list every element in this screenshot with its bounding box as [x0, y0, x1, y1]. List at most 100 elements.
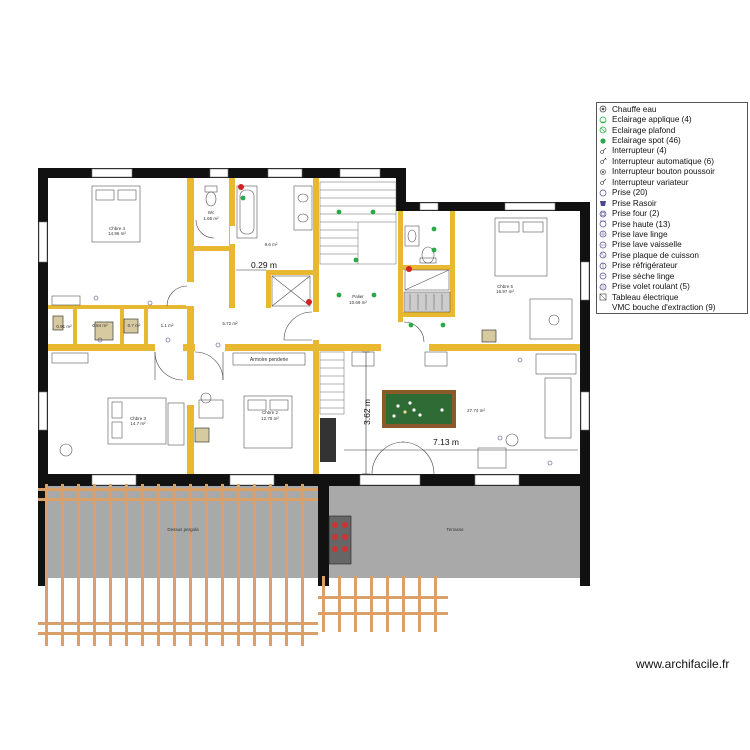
dryer-outlet-icon	[599, 271, 610, 281]
legend-item: Eclairage plafond	[599, 125, 745, 135]
legend-item-label: Eclairage spot (46)	[612, 136, 681, 146]
dimmer-icon	[599, 177, 610, 187]
staircase-top	[319, 181, 397, 265]
room-pergola-name: Dessus pergola	[167, 527, 199, 532]
push-button-icon	[599, 167, 610, 177]
legend-item: Prise volet roulant (5)	[599, 281, 745, 291]
legend-item-label: Interrupteur variateur	[612, 177, 689, 187]
shutter-outlet-icon	[599, 282, 610, 292]
panel-icon	[599, 292, 610, 302]
outlets	[93, 295, 553, 466]
room-small4-area: 0.7 m²	[128, 323, 141, 328]
high-outlet-icon	[599, 219, 610, 229]
door-swings	[154, 219, 435, 475]
outlet-icon	[599, 188, 610, 198]
ceiling-light-icon	[599, 125, 610, 135]
sink-chbre5	[404, 225, 420, 247]
legend-item-label: Tableau électrique	[612, 292, 679, 302]
dimension-d1: 0.29 m	[251, 260, 277, 270]
vanity	[293, 185, 313, 231]
legend-item-label: Eclairage plafond	[612, 125, 676, 135]
bed-chbre5	[494, 217, 548, 277]
radiator-chbre5	[403, 291, 451, 313]
shower-chbre5	[404, 269, 450, 291]
toilet-chbre5	[419, 246, 437, 264]
legend-item: Prise four (2)	[599, 208, 745, 218]
room-dressing-area: 5.72 m²	[222, 321, 238, 326]
room-small2-area: 0.91 m²	[56, 324, 72, 329]
legend-item-label: Prise haute (13)	[612, 219, 671, 229]
legend-item: Tableau électrique	[599, 292, 745, 302]
pergola-right	[318, 576, 448, 632]
bed-chbre4	[91, 185, 141, 243]
legend-item: Interrupteur (4)	[599, 146, 745, 156]
legend-item: Prise plaque de cuisson	[599, 250, 745, 260]
legend-item: Interrupteur bouton poussoir	[599, 167, 745, 177]
spot-lights	[240, 195, 446, 328]
stove	[328, 515, 352, 565]
legend-item: Prise lave linge	[599, 229, 745, 239]
room-chbre4-name: Chbre 4	[109, 226, 126, 231]
room-chbre5-name: Chbre 5	[497, 284, 514, 289]
room-jeux-area: 27.74 m²	[467, 408, 485, 413]
legend-item: Prise lave vaisselle	[599, 240, 745, 250]
legend-item: VMC bouche d'extraction (9)	[599, 302, 745, 312]
vmc-icon	[599, 303, 610, 313]
legend-item-label: Interrupteur automatique (6)	[612, 156, 714, 166]
dimension-lines	[236, 269, 578, 475]
legend-item-label: Prise lave linge	[612, 229, 668, 239]
room-chbre3-area: 14.7 m²	[130, 421, 146, 426]
legend-item: Interrupteur automatique (6)	[599, 156, 745, 166]
room-small3-area: 0.84 m²	[92, 323, 108, 328]
toilet-wc	[204, 185, 218, 207]
billiard-table	[382, 390, 456, 428]
legend-item-label: VMC bouche d'extraction (9)	[612, 303, 716, 313]
heater	[320, 418, 336, 462]
legend-item: Prise (20)	[599, 188, 745, 198]
legend-item-label: Chauffe eau	[612, 104, 657, 114]
room-chbre4-area: 14.96 m²	[108, 231, 126, 236]
armoire-label: Armoire penderie	[250, 357, 289, 363]
legend-item: Prise haute (13)	[599, 219, 745, 229]
legend-item-label: Prise Rasoir	[612, 198, 657, 208]
watermark: www.archifacile.fr	[636, 657, 730, 671]
legend-item-label: Interrupteur (4)	[612, 146, 667, 156]
legend-item-label: Prise lave vaisselle	[612, 240, 682, 250]
legend-item-label: Prise volet roulant (5)	[612, 282, 690, 292]
legend-item: Prise sèche linge	[599, 271, 745, 281]
staircase-bottom	[319, 351, 345, 415]
bathtub	[236, 185, 258, 239]
legend-item-label: Eclairage applique (4)	[612, 115, 692, 125]
legend-item: ✱Chauffe eau	[599, 104, 745, 114]
washer-outlet-icon	[599, 229, 610, 239]
legend-item: Eclairage applique (4)	[599, 114, 745, 124]
room-palier-area: 10.69 m²	[349, 300, 367, 305]
bed-chbre3	[107, 397, 167, 445]
legend-item-label: Interrupteur bouton poussoir	[612, 167, 715, 177]
red-markers	[238, 184, 412, 305]
switch-icon	[599, 146, 610, 156]
legend-item: Eclairage spot (46)	[599, 135, 745, 145]
room-chbre5-area: 16.97 m²	[496, 289, 514, 294]
appliances	[52, 315, 497, 443]
pergola-left	[38, 484, 318, 646]
terrace-area	[329, 486, 582, 578]
legend-item: Prise réfrigérateur	[599, 261, 745, 271]
water-heater-icon: ✱	[599, 104, 610, 114]
door-openings	[155, 226, 434, 474]
legend-item: Interrupteur variateur	[599, 177, 745, 187]
room-wc-name: Wc	[208, 210, 215, 215]
room-chbre2-area: 12.78 m²	[261, 416, 279, 421]
room-small1-area: 1.1 m²	[161, 323, 174, 328]
bed-chbre2	[243, 395, 293, 449]
legend-item-label: Prise plaque de cuisson	[612, 250, 699, 260]
cooktop-outlet-icon	[599, 250, 610, 260]
oven-outlet-icon	[599, 209, 610, 219]
dimension-d3: 7.13 m	[433, 437, 459, 447]
razor-outlet-icon	[599, 198, 610, 208]
room-terrasse-name: Terrasse	[446, 527, 464, 532]
windows	[38, 168, 590, 486]
room-sdb-area: 8.6 m²	[265, 242, 278, 247]
dishwasher-outlet-icon	[599, 240, 610, 250]
